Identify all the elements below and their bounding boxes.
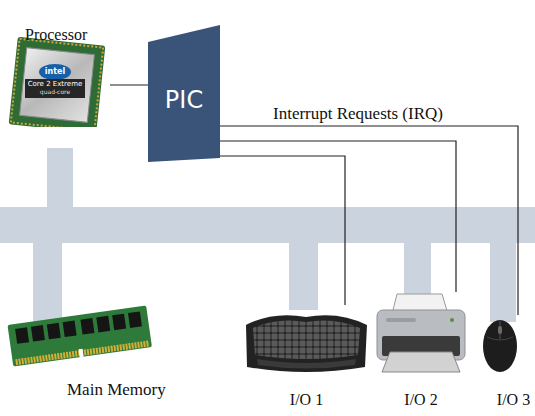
- bus-band: [0, 207, 535, 243]
- cpu-package-part: [11, 39, 103, 127]
- pic-panel-part: [148, 25, 220, 162]
- irq-wire: [220, 156, 345, 305]
- device-label: I/O 2: [382, 391, 460, 409]
- printer-illustration: [372, 292, 470, 376]
- node-heading: Processor: [25, 26, 115, 44]
- node-heading: Main Memory: [67, 380, 185, 400]
- mouse-illustration-part: [483, 320, 517, 372]
- bus-stub: [47, 148, 73, 208]
- io-device-node: I/O 3: [478, 315, 535, 410]
- keyboard-illustration-part: [257, 359, 356, 369]
- memory-stick-part: [128, 311, 142, 328]
- irq-wire: [220, 126, 518, 315]
- irq-wire: [220, 141, 456, 292]
- keyboard-illustration-part: [253, 320, 360, 359]
- chip-logo-text: intel: [35, 67, 75, 77]
- memory-node: Main Memory: [5, 300, 185, 400]
- device-label: I/O 3: [492, 391, 535, 409]
- memory-stick-part: [16, 344, 149, 363]
- memory-stick-part: [96, 316, 110, 333]
- device-label: I/O 1: [263, 391, 350, 409]
- irq-wire: [110, 84, 148, 85]
- memory-stick-part: [112, 314, 126, 331]
- mouse-illustration-part: [498, 326, 502, 334]
- memory-stick-part: [63, 321, 77, 338]
- memory-stick: [7, 305, 151, 366]
- memory-stick-part: [47, 323, 61, 340]
- memory-stick-part: [15, 327, 29, 344]
- bus-stub: [490, 242, 516, 322]
- printer-illustration-part: [382, 352, 460, 372]
- memory-stick-part: [79, 349, 84, 357]
- pic-node: PIC: [148, 25, 220, 162]
- bus-stub: [33, 242, 62, 322]
- node-title: PIC: [150, 87, 218, 115]
- mouse-illustration: [478, 315, 535, 375]
- memory-stick-part: [80, 318, 94, 335]
- bus-stub: [404, 242, 431, 302]
- memory-stick-part: [7, 305, 151, 366]
- mouse-illustration-part: [487, 337, 513, 340]
- cpu-package-part: [9, 37, 106, 127]
- printer-illustration-part: [450, 318, 454, 322]
- keyboard-illustration-part: [246, 315, 367, 372]
- io-device-node: I/O 1: [243, 305, 370, 410]
- chip-model-text: Core 2 Extreme: [15, 80, 95, 88]
- cpu-package: [9, 37, 106, 127]
- printer-illustration-part: [386, 318, 416, 322]
- chip-model-text: quad-core: [15, 88, 95, 95]
- bus-stub: [289, 242, 318, 310]
- memory-stick-part: [31, 325, 45, 342]
- io-device-node: I/O 2: [372, 292, 470, 410]
- edge-label: Interrupt Requests (IRQ): [273, 104, 443, 124]
- keyboard-illustration: [243, 305, 370, 377]
